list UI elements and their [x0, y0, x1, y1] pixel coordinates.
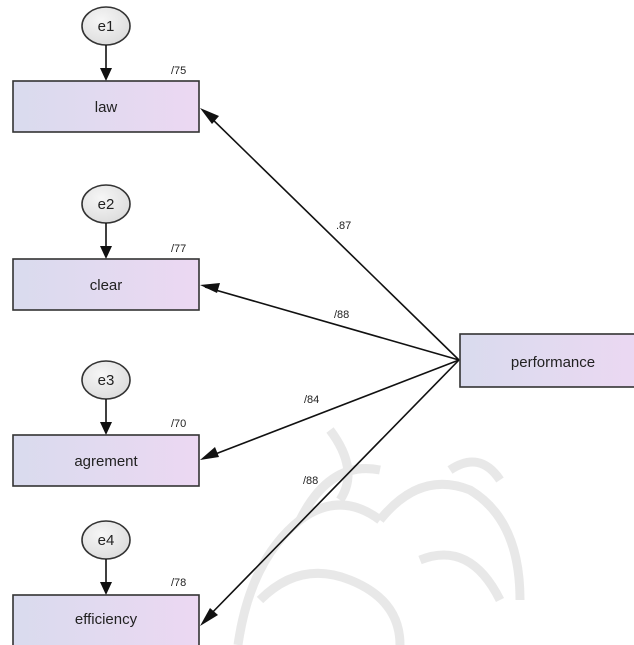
error-arrowhead — [100, 582, 112, 595]
error-label: e3 — [98, 372, 115, 389]
latent-performance: performance — [459, 333, 634, 388]
indicator-label: clear — [90, 277, 123, 294]
loading-clear: /88 — [334, 309, 349, 321]
arrowhead-law — [200, 108, 219, 124]
edge-performance-law — [204, 111, 460, 361]
error-arrowhead — [100, 422, 112, 435]
indicator-label: efficiency — [75, 611, 138, 628]
error-arrowhead — [100, 68, 112, 81]
loading-law: .87 — [336, 220, 351, 232]
error-term-e4: e4 — [81, 520, 131, 595]
indicator-law: law — [12, 80, 200, 133]
indicator-agrement: agrement — [12, 434, 200, 487]
error-label: e2 — [98, 196, 115, 213]
r2-efficiency: /78 — [171, 577, 186, 589]
r2-agrement: /70 — [171, 418, 186, 430]
watermark-logo — [233, 427, 525, 645]
loading-efficiency: /88 — [303, 475, 318, 487]
arrowhead-clear — [200, 283, 220, 293]
error-term-e3: e3 — [81, 360, 131, 435]
error-term-e2: e2 — [81, 184, 131, 259]
loading-edges — [200, 108, 460, 626]
arrowhead-efficiency — [200, 608, 218, 626]
loading-agrement: /84 — [304, 394, 319, 406]
error-arrowhead — [100, 246, 112, 259]
edge-performance-clear — [204, 286, 460, 361]
r2-clear: /77 — [171, 243, 186, 255]
indicator-label: agrement — [74, 453, 138, 470]
indicator-label: law — [95, 99, 118, 116]
error-term-e1: e1 — [81, 6, 131, 81]
error-label: e4 — [98, 532, 115, 549]
arrowhead-agrement — [200, 447, 219, 460]
edge-performance-agrement — [204, 359, 460, 459]
latent-label: performance — [511, 354, 595, 371]
error-label: e1 — [98, 18, 115, 35]
indicator-efficiency: efficiency — [12, 594, 200, 645]
edge-performance-efficiency — [204, 359, 460, 621]
indicator-clear: clear — [12, 258, 200, 311]
r2-law: /75 — [171, 65, 186, 77]
